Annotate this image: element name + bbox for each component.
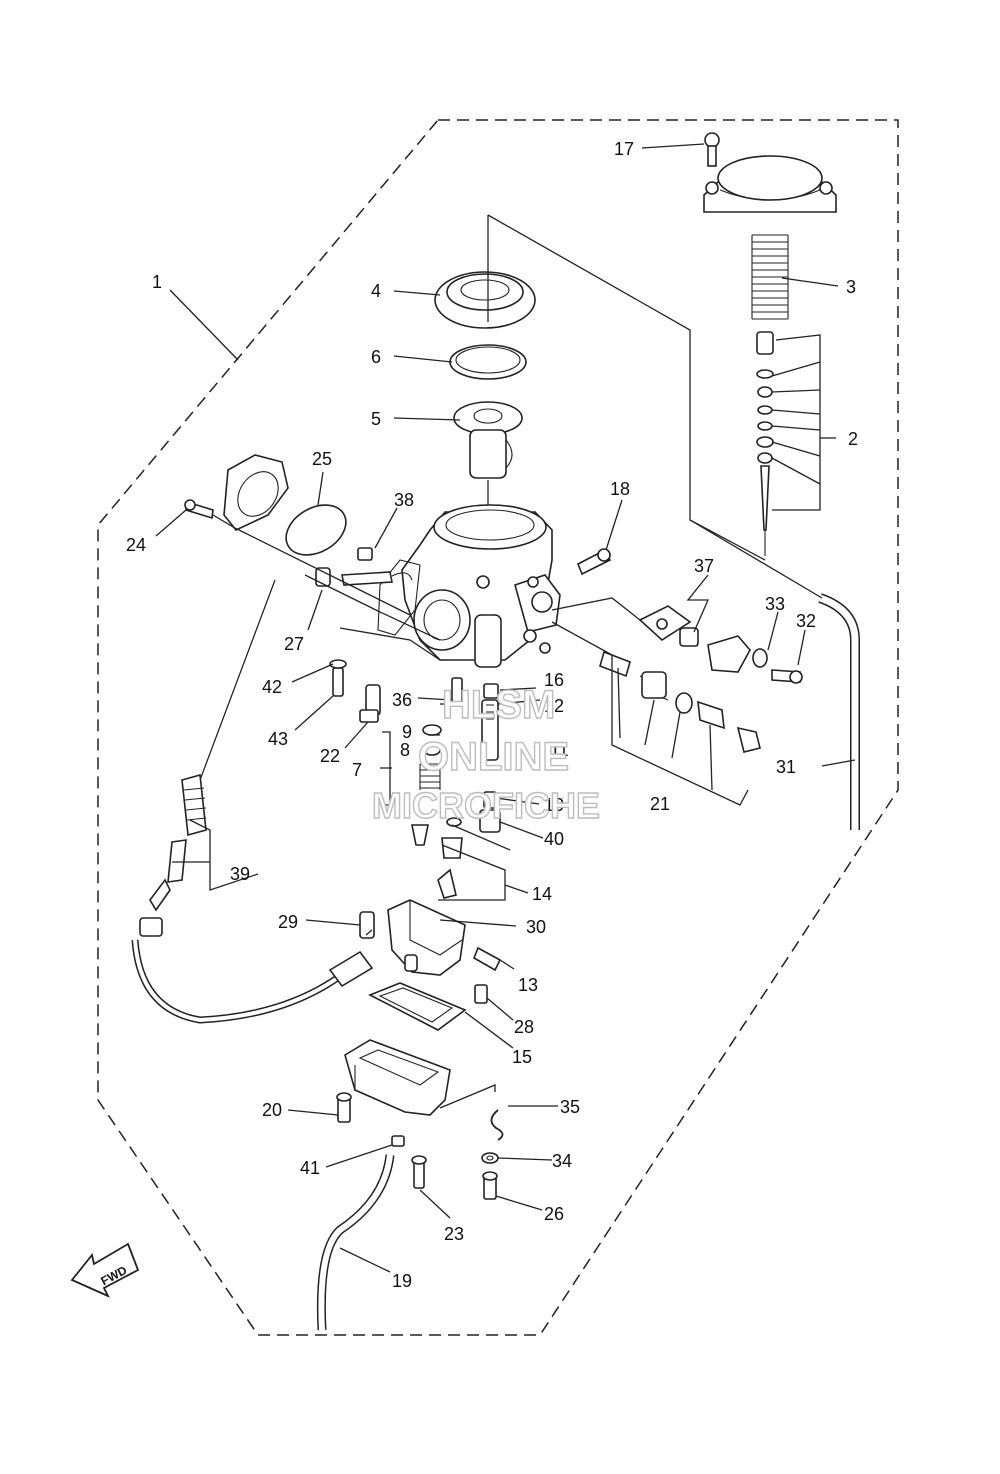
callout-24: 24 — [126, 535, 146, 555]
float-bowl — [336, 1039, 451, 1189]
o-ring-6 — [449, 344, 527, 380]
callout-21: 21 — [650, 794, 670, 814]
callout-27: 27 — [284, 634, 304, 654]
callout-22: 22 — [320, 746, 340, 766]
watermark-line2: ONLINE — [418, 735, 569, 779]
watermark-line3: MICROFICHE — [372, 785, 600, 826]
watermark-line1: HLSM — [442, 683, 555, 727]
callout-30: 30 — [526, 917, 546, 937]
callout-29: 29 — [278, 912, 298, 932]
callout-28: 28 — [514, 1017, 534, 1037]
callout-4: 4 — [371, 281, 381, 301]
callout-8: 8 — [400, 740, 410, 760]
small-parts-upper-left — [184, 454, 413, 587]
callout-26: 26 — [544, 1204, 564, 1224]
throttle-cable-39 — [131, 579, 374, 1024]
callout-42: 42 — [262, 677, 282, 697]
callout-15: 15 — [512, 1047, 532, 1067]
piston-5 — [453, 401, 523, 479]
callout-11: 11 — [550, 740, 569, 760]
callout-18: 18 — [610, 479, 630, 499]
gasket-15 — [368, 982, 467, 1031]
callout-41: 41 — [300, 1158, 320, 1178]
callout-2: 2 — [848, 429, 858, 449]
callout-16: 16 — [544, 670, 564, 690]
watermark: HLSM ONLINE MICROFICHE — [371, 682, 600, 826]
callout-6: 6 — [371, 347, 381, 367]
fwd-arrow-icon: FWD — [70, 1242, 140, 1298]
callout-7: 7 — [352, 760, 362, 780]
right-side-parts — [599, 605, 803, 753]
callout-3: 3 — [846, 277, 856, 297]
callout-14: 14 — [532, 884, 552, 904]
callout-17: 17 — [614, 139, 634, 159]
drain-parts — [481, 1109, 504, 1200]
jet-parts-center — [451, 677, 501, 833]
fitting-18 — [576, 548, 612, 576]
callout-32: 32 — [796, 611, 816, 631]
callout-37: 37 — [694, 556, 714, 576]
spring-3 — [751, 234, 789, 320]
callout-43: 43 — [268, 729, 288, 749]
callout-25: 25 — [312, 449, 332, 469]
callout-leaders — [155, 143, 856, 1273]
callout-19: 19 — [392, 1271, 412, 1291]
callout-36: 36 — [392, 690, 412, 710]
callout-40: 40 — [544, 829, 564, 849]
carburetor-body — [377, 504, 561, 668]
top-cover — [703, 155, 837, 213]
callout-39: 39 — [230, 864, 250, 884]
assembly-boundary — [97, 119, 899, 1336]
screw-17 — [704, 132, 720, 167]
float-chamber-30 — [359, 899, 502, 1004]
diaphragm-cover-4 — [434, 271, 536, 329]
callout-12: 12 — [544, 696, 564, 716]
callout-9: 9 — [402, 722, 412, 742]
callout-13: 13 — [518, 975, 538, 995]
callout-20: 20 — [262, 1100, 282, 1120]
callout-10: 10 — [544, 795, 564, 815]
callout-34: 34 — [552, 1151, 572, 1171]
callout-23: 23 — [444, 1224, 464, 1244]
callout-33: 33 — [765, 594, 785, 614]
jet-parts-left — [329, 659, 463, 899]
callout-5: 5 — [371, 409, 381, 429]
callout-1: 1 — [152, 272, 162, 292]
callout-31: 31 — [776, 757, 796, 777]
drain-hose-19 — [316, 1154, 395, 1331]
needle-assembly-2 — [756, 331, 774, 556]
callout-35: 35 — [560, 1097, 580, 1117]
vent-hose-31 — [689, 519, 860, 830]
callout-38: 38 — [394, 490, 414, 510]
